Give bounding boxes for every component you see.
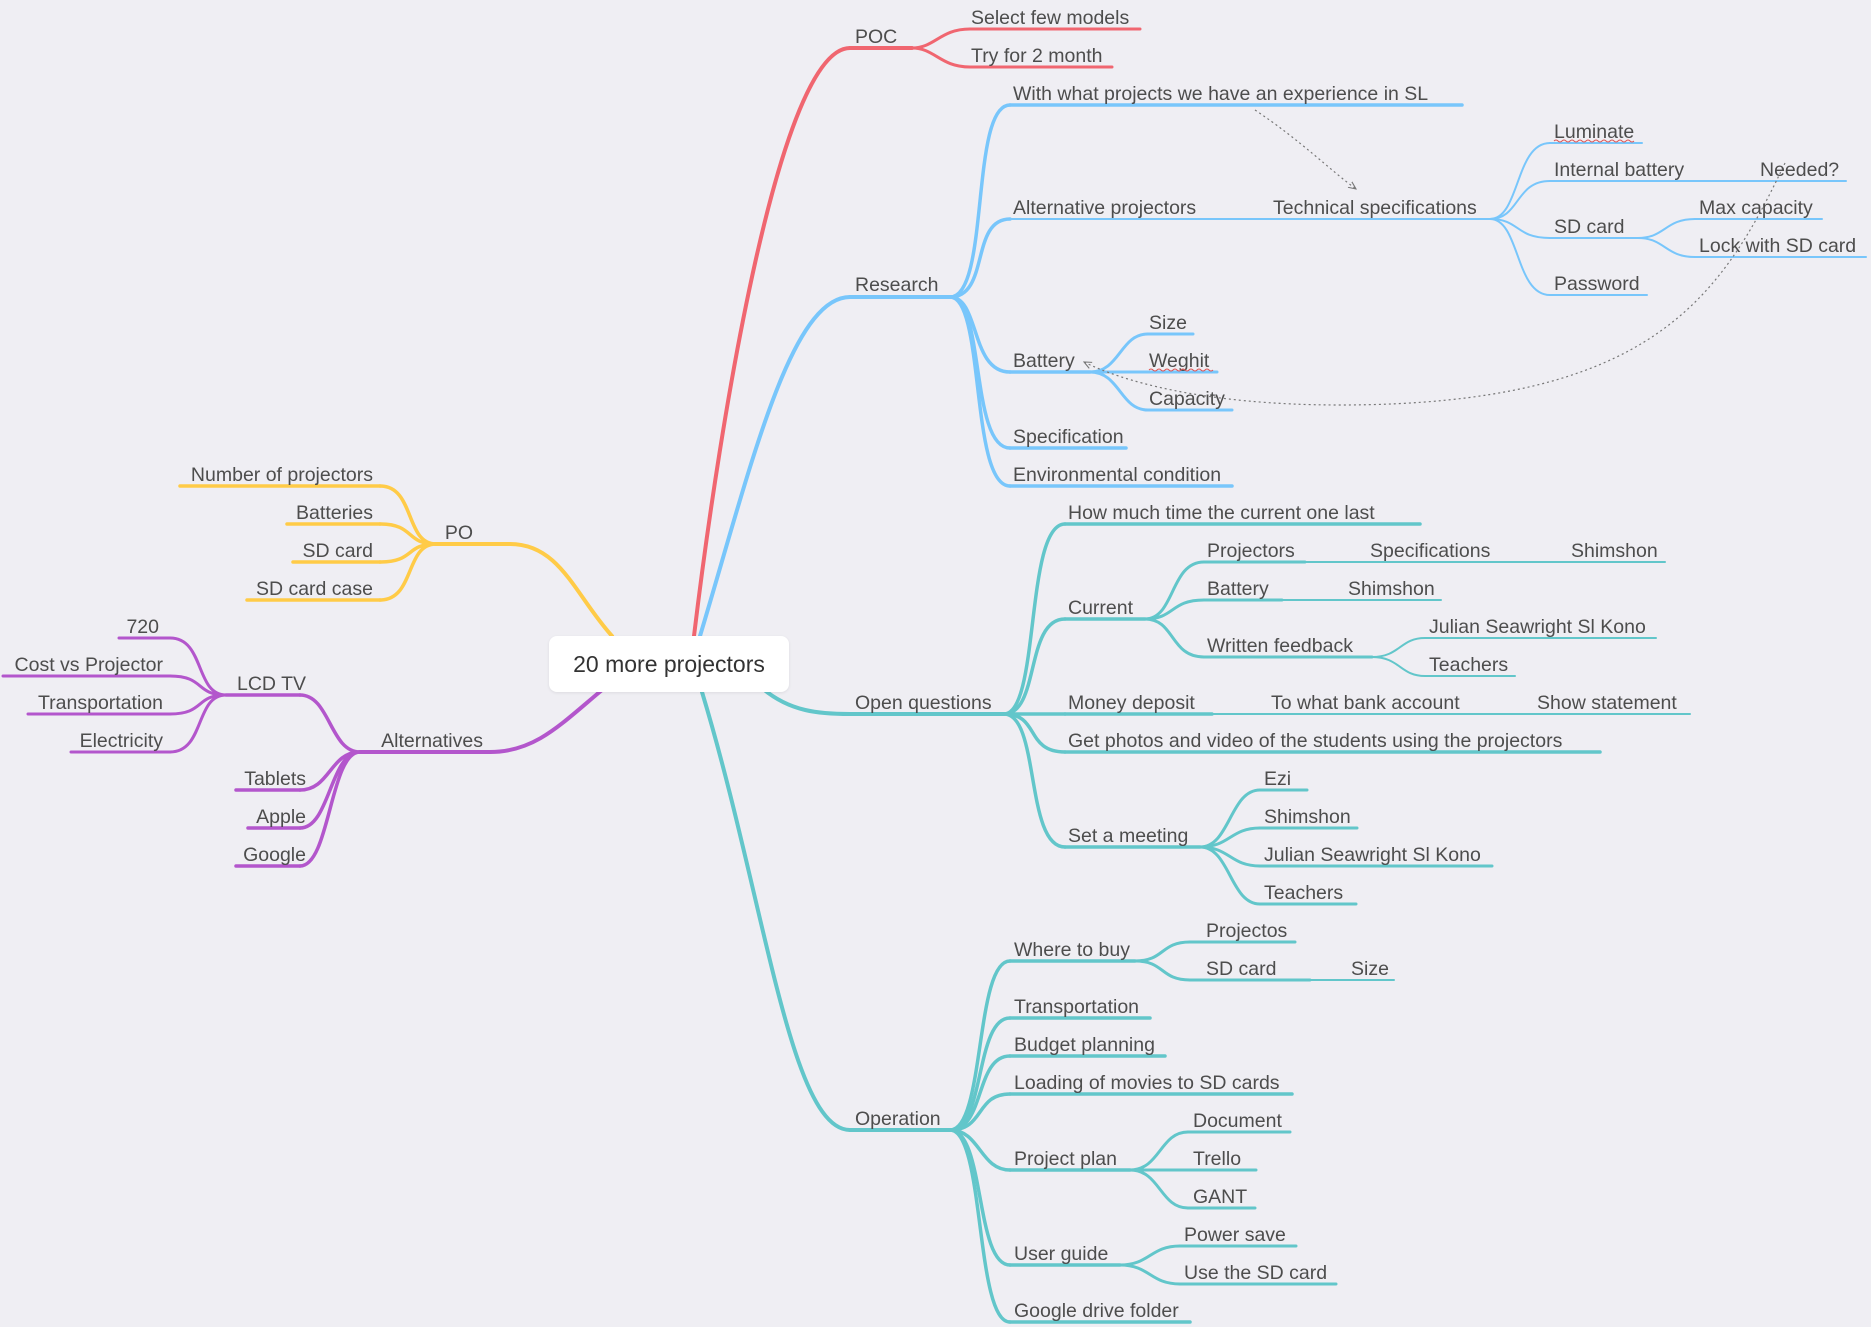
central-topic[interactable]: 20 more projectors [549,636,789,692]
oq-shimshon-specs-topic[interactable]: Shimshon [1571,540,1658,562]
oq-photos-video-topic[interactable]: Get photos and video of the students usi… [1068,730,1563,752]
open-questions-topic[interactable]: Open questions [855,692,992,714]
spellcheck-underline-weight [1148,368,1214,372]
alt-lcd-tv-topic[interactable]: LCD TV [237,673,306,695]
op-transportation-topic[interactable]: Transportation [1014,996,1139,1018]
poc-subtree [848,27,1142,69]
research-subtree [848,103,1867,488]
research-password-topic[interactable]: Password [1554,273,1640,295]
po-topic[interactable]: PO [445,522,473,544]
research-capacity-topic[interactable]: Capacity [1149,388,1225,410]
research-size-topic[interactable]: Size [1149,312,1187,334]
research-specification-topic[interactable]: Specification [1013,426,1124,448]
oq-specifications-topic[interactable]: Specifications [1370,540,1491,562]
oq-julian-meeting-topic[interactable]: Julian Seawright Sl Kono [1264,844,1481,866]
oq-julian-feedback-topic[interactable]: Julian Seawright Sl Kono [1429,616,1646,638]
spellcheck-underline-luminate [1553,139,1635,143]
research-max-capacity-topic[interactable]: Max capacity [1699,197,1813,219]
poc-topic[interactable]: POC [855,26,897,48]
po-sd-card-case-topic[interactable]: SD card case [256,578,373,600]
poc-branch-connector [692,46,852,638]
op-user-guide-topic[interactable]: User guide [1014,1243,1108,1265]
research-lock-sd-card-topic[interactable]: Lock with SD card [1699,235,1856,257]
research-luminate-topic[interactable]: Luminate [1554,121,1634,143]
oq-set-meeting-topic[interactable]: Set a meeting [1068,825,1188,847]
op-google-drive-topic[interactable]: Google drive folder [1014,1300,1179,1322]
oq-ezi-topic[interactable]: Ezi [1264,768,1291,790]
operation-subtree [848,940,1395,1324]
oq-teachers-meeting-topic[interactable]: Teachers [1264,882,1343,904]
relationship-arrow-experience-to-techspecs [1254,109,1356,189]
research-internal-battery-topic[interactable]: Internal battery [1554,159,1684,181]
research-technical-specifications-topic[interactable]: Technical specifications [1273,197,1477,219]
oq-time-left-topic[interactable]: How much time the current one last [1068,502,1375,524]
alternatives-subtree [1,636,492,868]
research-battery-topic[interactable]: Battery [1013,350,1075,372]
research-experience-topic[interactable]: With what projects we have an experience… [1013,83,1428,105]
op-gant-topic[interactable]: GANT [1193,1186,1247,1208]
research-needed-topic[interactable]: Needed? [1760,159,1839,181]
po-number-of-projectors-topic[interactable]: Number of projectors [191,464,373,486]
po-branch-connector [508,542,614,638]
op-projectos-topic[interactable]: Projectos [1206,920,1288,942]
research-sd-card-topic[interactable]: SD card [1554,216,1624,238]
op-trello-topic[interactable]: Trello [1193,1148,1241,1170]
operation-branch-connector [700,690,852,1132]
poc-select-models-topic[interactable]: Select few models [971,7,1129,29]
oq-shimshon-battery-topic[interactable]: Shimshon [1348,578,1435,600]
alternatives-branch-connector [488,688,604,754]
op-budget-planning-topic[interactable]: Budget planning [1014,1034,1155,1056]
po-batteries-topic[interactable]: Batteries [296,502,373,524]
central-topic-label: 20 more projectors [573,650,765,677]
oq-projectors-topic[interactable]: Projectors [1207,540,1295,562]
relationship-arrow-needed-to-battery [1084,162,1786,406]
operation-topic[interactable]: Operation [855,1108,941,1130]
research-environmental-condition-topic[interactable]: Environmental condition [1013,464,1221,486]
alternatives-topic[interactable]: Alternatives [381,730,483,752]
oq-bank-account-topic[interactable]: To what bank account [1271,692,1460,714]
research-weight-topic[interactable]: Weghit [1149,350,1210,372]
oq-money-deposit-topic[interactable]: Money deposit [1068,692,1195,714]
alt-tablets-topic[interactable]: Tablets [244,768,306,790]
op-where-to-buy-topic[interactable]: Where to buy [1014,939,1130,961]
alt-google-topic[interactable]: Google [243,844,306,866]
oq-written-feedback-topic[interactable]: Written feedback [1207,635,1353,657]
op-project-plan-topic[interactable]: Project plan [1014,1148,1117,1170]
alt-720-topic[interactable]: 720 [126,616,159,638]
po-sd-card-topic[interactable]: SD card [303,540,373,562]
op-sd-size-topic[interactable]: Size [1351,958,1389,980]
poc-try-two-months-topic[interactable]: Try for 2 month [971,45,1102,67]
alt-cost-vs-projector-topic[interactable]: Cost vs Projector [15,654,164,676]
po-subtree [178,484,512,602]
op-use-sd-card-topic[interactable]: Use the SD card [1184,1262,1327,1284]
alt-transportation-topic[interactable]: Transportation [38,692,163,714]
oq-teachers-feedback-topic[interactable]: Teachers [1429,654,1508,676]
alt-electricity-topic[interactable]: Electricity [80,730,164,752]
open-questions-branch-connector [760,686,852,716]
open-questions-subtree [848,522,1691,906]
op-loading-movies-topic[interactable]: Loading of movies to SD cards [1014,1072,1280,1094]
oq-show-statement-topic[interactable]: Show statement [1537,692,1677,714]
op-sd-card-topic[interactable]: SD card [1206,958,1276,980]
oq-shimshon-meeting-topic[interactable]: Shimshon [1264,806,1351,828]
research-alternative-projectors-topic[interactable]: Alternative projectors [1013,197,1196,219]
op-document-topic[interactable]: Document [1193,1110,1282,1132]
oq-battery-topic[interactable]: Battery [1207,578,1269,600]
research-topic[interactable]: Research [855,274,938,296]
alt-apple-topic[interactable]: Apple [256,806,306,828]
research-branch-connector [698,295,852,638]
oq-current-topic[interactable]: Current [1068,597,1134,619]
op-power-save-topic[interactable]: Power save [1184,1224,1286,1246]
